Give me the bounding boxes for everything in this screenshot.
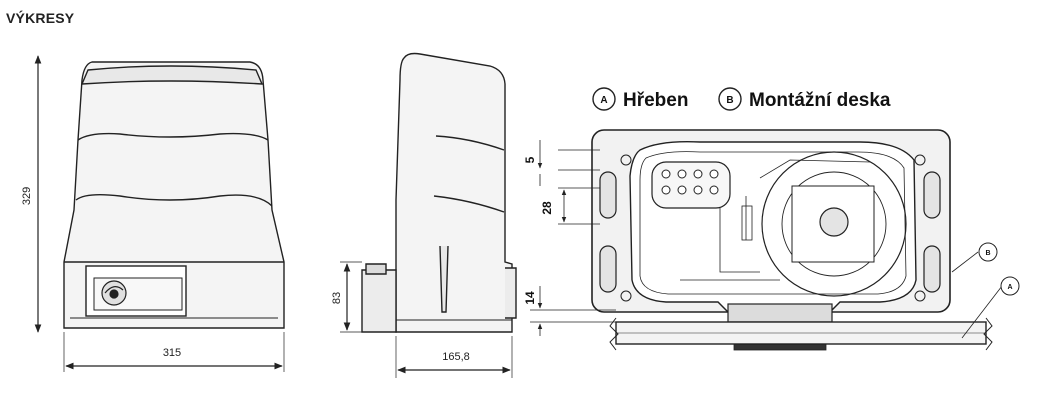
dim-side-depth: 165,8 [442,351,470,363]
legend-b: B Montážní deska [718,87,891,111]
dimension-329: 329 [21,55,42,333]
legend-a: A Hřeben [592,87,688,111]
front-view [63,61,285,329]
release-knob-icon [101,280,127,306]
legend-a-badge: A [600,95,607,106]
dim-front-width: 315 [163,347,181,359]
dim-plate-offset: 5 [523,156,537,163]
legend-a-label: Hřeben [623,90,688,111]
dimension-165-8: 165,8 [395,336,513,378]
dim-side-height: 83 [331,292,343,304]
side-view [361,52,517,333]
terminal-block [661,169,719,195]
dimension-315: 315 [63,332,285,372]
gear-rack [609,317,993,351]
callout-b: B [951,242,998,273]
legend-b-label: Montážní deska [749,90,891,111]
dim-plate-spacing: 28 [540,201,554,215]
mounting-plate-view [591,129,951,351]
page-title: VÝKRESY [6,10,75,26]
callout-a: A [961,276,1020,339]
dim-rack-height: 14 [523,291,537,305]
plate-dimensions [530,140,616,336]
legend-b-badge: B [726,95,733,106]
callout-a-badge: A [1007,284,1012,291]
dimension-83: 83 [331,261,362,333]
callout-b-badge: B [985,250,990,257]
dim-front-height: 329 [21,187,33,205]
